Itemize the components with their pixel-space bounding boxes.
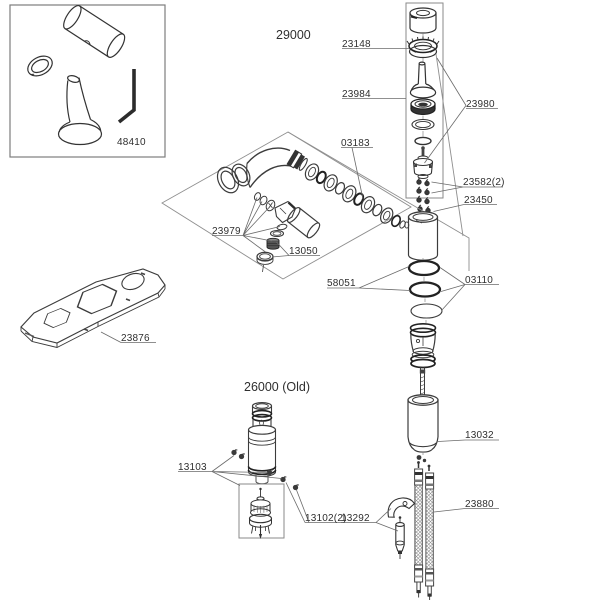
part-label-03183: 03183 — [341, 137, 370, 149]
supply-hoses — [414, 461, 435, 600]
part-label-23980: 23980 — [466, 98, 495, 110]
part-label-23979: 23979 — [212, 225, 241, 237]
allen-key-part — [117, 69, 136, 124]
body-o-rings — [407, 259, 443, 319]
part-label-23880: 23880 — [465, 498, 494, 510]
deck-plate-tool — [20, 268, 166, 348]
part-label-13103: 13103 — [178, 461, 207, 473]
main-body-column — [404, 211, 443, 463]
spout-assembly — [161, 53, 470, 280]
mounting-bracket — [387, 497, 416, 518]
main-body — [404, 211, 439, 261]
mounting-bolt — [395, 516, 405, 559]
threaded-rod — [419, 367, 426, 396]
leader-lines — [100, 48, 503, 532]
assembly-title-29000: 29000 — [276, 28, 311, 42]
cartridge-valve — [412, 146, 434, 179]
o-ring-small — [414, 136, 432, 146]
aerator-parts — [256, 229, 285, 273]
assembly-title-26000-old: 26000 (Old) — [244, 380, 311, 394]
washer — [411, 118, 435, 131]
diverter-elbow-group — [253, 192, 321, 273]
part-label-58051: 58051 — [327, 278, 356, 289]
part-label-13292: 13292 — [341, 512, 370, 524]
handle-assembly-column — [405, 2, 444, 214]
part-label-03110: 03110 — [465, 274, 494, 286]
crown-nut — [406, 36, 440, 59]
part-label-23450: 23450 — [464, 194, 493, 206]
snap-ring-part — [27, 55, 53, 77]
part-label-48410: 48410 — [117, 137, 146, 148]
part-label-23876: 23876 — [121, 332, 150, 344]
part-label-13102: 13102(2) — [305, 512, 347, 524]
o-ring-kit-string — [304, 163, 406, 229]
mounting-shank — [407, 394, 439, 453]
spout — [246, 147, 308, 188]
part-label-13032: 13032 — [465, 430, 494, 441]
mounting-hardware — [387, 497, 416, 559]
part-label-23148: 23148 — [342, 38, 371, 50]
handle-cap-part — [63, 4, 126, 58]
valve-housing — [409, 322, 437, 369]
diverter-inset — [238, 483, 285, 539]
set-screws — [416, 177, 431, 214]
old-cartridge — [230, 402, 301, 492]
spray-head — [286, 206, 321, 239]
part-label-23984: 23984 — [342, 88, 371, 100]
tool-kit-inset — [9, 4, 166, 158]
handle-cap — [409, 7, 437, 34]
handle-pivot-pin — [409, 61, 437, 99]
part-label-23582: 23582(2) — [463, 177, 505, 188]
part-label-13050: 13050 — [289, 245, 318, 257]
handle-post-part — [57, 75, 103, 146]
spout-collar-rings — [216, 163, 251, 194]
bearing-ring — [410, 98, 436, 116]
shank-nut — [416, 455, 427, 463]
